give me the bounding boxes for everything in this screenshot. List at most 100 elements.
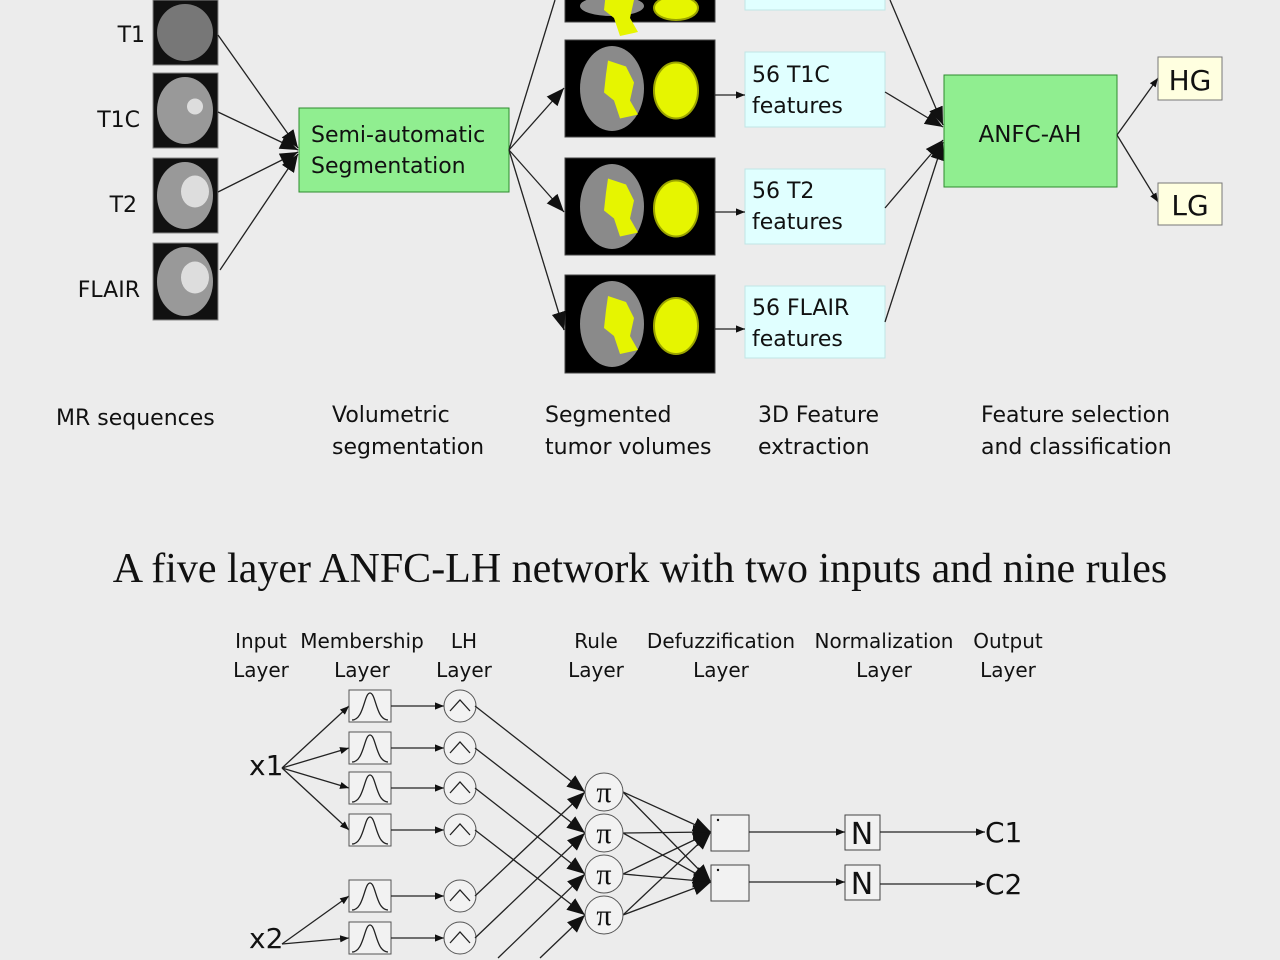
sequence-label-flair: FLAIR bbox=[78, 278, 140, 303]
lh-to-rule-arrow bbox=[474, 705, 586, 793]
segmentation-label-2: Segmentation bbox=[311, 154, 466, 179]
mr-image bbox=[152, 0, 219, 66]
dot-icon bbox=[716, 868, 720, 872]
classifier-box bbox=[943, 74, 1118, 188]
input-to-membership-arrow bbox=[281, 935, 350, 945]
rule-node bbox=[584, 854, 624, 894]
input-to-membership-arrow bbox=[281, 895, 350, 945]
pi-icon: π bbox=[596, 858, 611, 891]
output-c2-label: C2 bbox=[985, 868, 1022, 901]
lh-node bbox=[443, 689, 477, 723]
membership-node bbox=[348, 771, 392, 805]
segmented-volume-image bbox=[564, 0, 716, 36]
lh-node bbox=[443, 921, 477, 955]
pi-icon: π bbox=[596, 817, 611, 850]
layer-label-lh-1: LH bbox=[451, 629, 477, 653]
rule-node bbox=[584, 895, 624, 935]
layer-label-norm-2: Layer bbox=[856, 658, 913, 682]
segmentation-box bbox=[298, 107, 510, 193]
output-lg-box bbox=[1157, 182, 1223, 226]
segmented-volume-image bbox=[564, 274, 716, 374]
input-to-membership-arrow bbox=[281, 767, 350, 831]
gaussian-curve-icon bbox=[351, 816, 389, 845]
segmented-tumor bbox=[604, 178, 638, 237]
lh-to-rule-arrow bbox=[474, 791, 586, 897]
rule-to-defuzz-arrow bbox=[622, 825, 712, 840]
stage-label-seg-1: Volumetric bbox=[332, 403, 450, 428]
feature-box-t2 bbox=[744, 168, 886, 245]
output-hg-label: HG bbox=[1169, 64, 1212, 97]
segmented-tumor bbox=[604, 296, 638, 354]
membership-node bbox=[348, 879, 392, 913]
stage-label-mr: MR sequences bbox=[56, 406, 215, 431]
stage-label-vol-1: Segmented bbox=[545, 403, 672, 428]
layer-label-norm-1: Normalization bbox=[815, 629, 954, 653]
norm-label-2: N bbox=[851, 867, 873, 902]
feature-to-classifier-arrows bbox=[884, 0, 945, 323]
defuzzification-node bbox=[710, 864, 750, 902]
feature-t1c-label-1: 56 T1C bbox=[752, 63, 830, 88]
layer-label-lh-2: Layer bbox=[436, 658, 493, 682]
classifier-label: ANFC-AH bbox=[978, 122, 1081, 148]
segmented-tumor bbox=[604, 60, 638, 119]
brain-slice bbox=[157, 77, 213, 144]
mr-image bbox=[152, 242, 219, 321]
layer-label-membership-1: Membership bbox=[300, 629, 424, 653]
layer-label-rule-1: Rule bbox=[574, 629, 618, 653]
hat-icon bbox=[449, 781, 471, 794]
layer-label-input-2: Layer bbox=[233, 658, 290, 682]
pi-icon: π bbox=[596, 899, 611, 932]
rule-to-defuzz-arrow bbox=[622, 873, 712, 888]
sequence-label-t1: T1 bbox=[117, 23, 145, 48]
rule-node bbox=[584, 772, 624, 812]
input-to-membership-arrow bbox=[281, 705, 350, 769]
segmentation-label-1: Semi-automatic bbox=[311, 123, 485, 148]
input-x2-label: x2 bbox=[249, 922, 283, 955]
gaussian-curve-icon bbox=[351, 924, 389, 953]
network-title: A five layer ANFC-LH network with two in… bbox=[113, 546, 1168, 592]
tumor-region bbox=[181, 261, 209, 294]
gaussian-curve-icon bbox=[351, 692, 389, 721]
brain-slice bbox=[157, 4, 213, 61]
stage-label-class-1: Feature selection bbox=[981, 403, 1170, 428]
layer-label-membership-2: Layer bbox=[334, 658, 391, 682]
sequence-label-t2: T2 bbox=[109, 193, 137, 218]
lh-node bbox=[443, 813, 477, 847]
tumor-region bbox=[187, 98, 203, 115]
sequence-label-t1c: T1C bbox=[96, 108, 140, 133]
defuzzification-node bbox=[710, 814, 750, 852]
feature-box-flair bbox=[744, 285, 886, 359]
lh-to-rule-arrow bbox=[539, 914, 586, 959]
segmented-volume-image bbox=[564, 157, 716, 256]
membership-node bbox=[348, 689, 392, 723]
rule-to-defuzz-arrow bbox=[622, 791, 712, 833]
membership-node bbox=[348, 921, 392, 955]
output-lg-label: LG bbox=[1171, 189, 1208, 222]
gaussian-curve-icon bbox=[351, 734, 389, 763]
lh-node bbox=[443, 771, 477, 805]
dot-icon bbox=[716, 818, 720, 822]
feature-t2-label-1: 56 T2 bbox=[752, 179, 814, 204]
hat-icon bbox=[449, 823, 471, 836]
layer-label-output-2: Layer bbox=[980, 658, 1037, 682]
input-x1-label: x1 bbox=[249, 749, 283, 782]
mr-to-segmentation-arrows bbox=[217, 34, 299, 271]
mr-image bbox=[152, 157, 219, 234]
feature-box-t1 bbox=[744, 0, 886, 11]
lh-node bbox=[443, 879, 477, 913]
stage-label-feat-1: 3D Feature bbox=[758, 403, 879, 428]
lh-to-rule-arrow bbox=[474, 832, 586, 939]
tumor-3d-volume bbox=[653, 61, 699, 120]
feature-flair-label-1: 56 FLAIR bbox=[752, 296, 849, 321]
lh-node bbox=[443, 731, 477, 765]
tumor-3d-volume bbox=[653, 297, 699, 355]
layer-label-defuzz-1: Defuzzification bbox=[647, 629, 795, 653]
membership-node bbox=[348, 731, 392, 765]
input-x2: x2 bbox=[249, 922, 283, 955]
stage-label-class-2: and classification bbox=[981, 435, 1172, 460]
lh-to-rule-arrow bbox=[497, 873, 586, 959]
norm-label-1: N bbox=[851, 817, 873, 852]
input-x1: x1 bbox=[249, 749, 283, 782]
feature-t2-label-2: features bbox=[752, 210, 843, 235]
layer-label-output-1: Output bbox=[973, 629, 1043, 653]
